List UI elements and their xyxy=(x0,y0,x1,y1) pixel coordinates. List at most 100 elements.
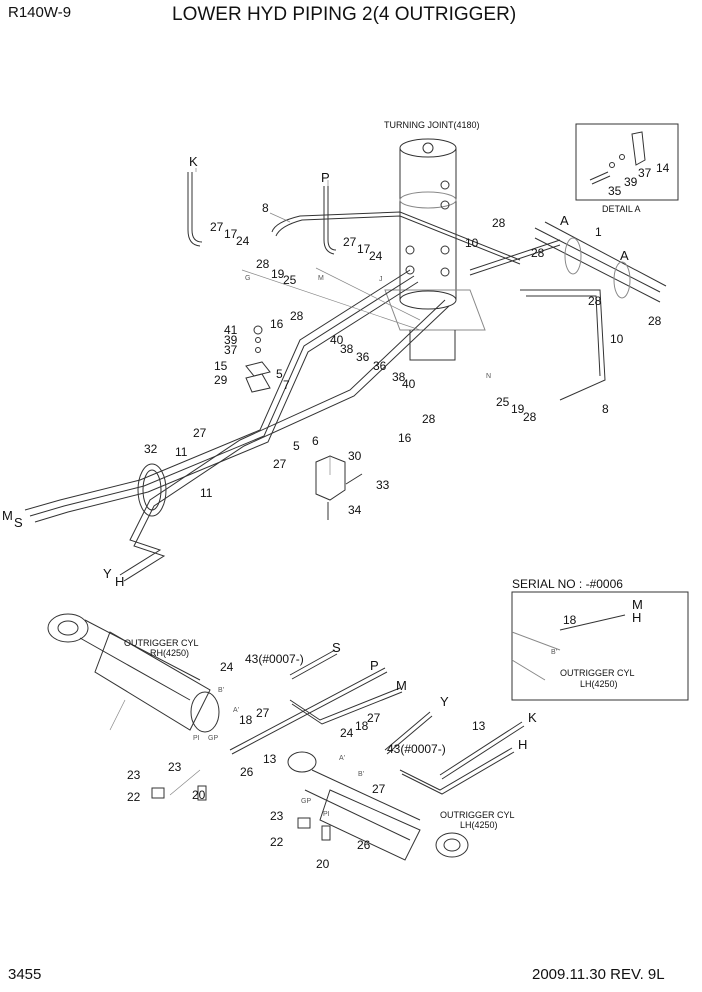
bolt-35-icon xyxy=(589,171,611,185)
callout: 26 xyxy=(240,765,254,779)
manifold-pipe-1 xyxy=(534,227,661,303)
callout: 27 xyxy=(210,220,224,234)
callout: 26 xyxy=(357,838,371,852)
callout: 28 xyxy=(648,314,662,328)
callout: 36 xyxy=(356,350,370,364)
plug-22a-icon xyxy=(151,787,165,799)
port-mark-b: B' xyxy=(218,687,224,694)
callout: 27 xyxy=(256,706,270,720)
callout: 10 xyxy=(610,332,624,346)
port-mark-j: J xyxy=(379,276,383,283)
pipe-bundle-1 xyxy=(24,269,411,511)
port-mark-pi: PI xyxy=(323,811,330,818)
callout: 32 xyxy=(144,442,158,456)
callout: 41 xyxy=(224,323,238,337)
callout: 43(#0007-) xyxy=(387,742,446,756)
serial-no-label: SERIAL NO : -#0006 xyxy=(512,577,623,591)
callout: 34 xyxy=(348,503,362,517)
port-letter-m: M xyxy=(2,508,13,523)
callout: 13 xyxy=(472,719,486,733)
callout: 20 xyxy=(192,788,206,802)
part-callouts: 8 27 17 24 28 19 25 27 17 24 10 28 1 28 … xyxy=(127,161,670,871)
callout: 22 xyxy=(127,790,141,804)
elbow-20a-icon xyxy=(197,785,207,801)
outrigger-cylinder-rh xyxy=(47,613,220,733)
hose-p xyxy=(323,186,337,255)
turning-joint-label: TURNING JOINT(4180) xyxy=(384,120,480,130)
port-mark-gp: GP xyxy=(208,735,218,742)
callout: 18 xyxy=(355,719,369,733)
callout: 30 xyxy=(348,449,362,463)
callout: 8 xyxy=(262,201,269,215)
callout: 20 xyxy=(316,857,330,871)
clamp-14-icon xyxy=(631,131,646,166)
hose-8a xyxy=(271,211,521,261)
callout: 5 xyxy=(276,367,283,381)
callout: 38 xyxy=(340,342,354,356)
port-letter-h3: H xyxy=(632,610,641,625)
detail-a-label: DETAIL A xyxy=(602,204,641,214)
clamp-15-icon xyxy=(245,361,271,377)
callout: 13 xyxy=(263,752,277,766)
page-number: 3455 xyxy=(8,966,42,983)
callout: 6 xyxy=(312,434,319,448)
callout: 28 xyxy=(256,257,270,271)
bracket-30-icon xyxy=(315,455,346,501)
elbow-20b-icon xyxy=(321,825,331,841)
turning-joint-drawing xyxy=(384,138,486,361)
port-letter-h: H xyxy=(115,574,124,589)
port-mark-g: G xyxy=(245,275,250,282)
callout: 16 xyxy=(398,431,412,445)
outrigger-cylinder-lh xyxy=(287,751,469,861)
callout: 27 xyxy=(273,457,287,471)
callout: 28 xyxy=(523,410,537,424)
port-letter-a: A xyxy=(620,248,629,263)
callout: 15 xyxy=(214,359,228,373)
hose-y xyxy=(384,711,433,755)
port-letter-m2: M xyxy=(396,678,407,693)
bolt-33-icon xyxy=(345,473,363,485)
callout: 17 xyxy=(357,242,371,256)
callout: 37 xyxy=(638,166,652,180)
pipe-bundle-right xyxy=(520,289,606,401)
callout: 28 xyxy=(290,309,304,323)
callout: 43(#0007-) xyxy=(245,652,304,666)
hose-m2 xyxy=(289,687,403,725)
page-title: LOWER HYD PIPING 2(4 OUTRIGGER) xyxy=(172,4,517,25)
plug-22b-icon xyxy=(297,817,311,829)
callout: 22 xyxy=(270,835,284,849)
callout: 23 xyxy=(168,760,182,774)
model-number: R140W-9 xyxy=(8,4,72,21)
hose-p2 xyxy=(229,667,388,755)
callout: 18 xyxy=(239,713,253,727)
callout: 7 xyxy=(283,378,290,392)
callout: 35 xyxy=(608,184,622,198)
callout: 23 xyxy=(270,809,284,823)
callout: 5 xyxy=(293,439,300,453)
port-mark-b: B' xyxy=(358,771,364,778)
port-letter-p: P xyxy=(321,170,330,185)
hose-h2 xyxy=(399,747,515,795)
serial-inset-box xyxy=(511,591,689,701)
washer-39-icon xyxy=(609,162,615,168)
callout: 39 xyxy=(224,333,238,347)
port-letter-a: A xyxy=(560,213,569,228)
callout: 8 xyxy=(602,402,609,416)
port-letter-p2: P xyxy=(370,658,379,673)
callout: 14 xyxy=(656,161,670,175)
callout: 28 xyxy=(531,246,545,260)
port-mark-b: B' xyxy=(551,649,557,656)
callout: 19 xyxy=(271,267,285,281)
callout: 28 xyxy=(422,412,436,426)
callout: 11 xyxy=(175,445,188,459)
callout: 17 xyxy=(224,227,238,241)
inset-cyl-lh-label-1: OUTRIGGER CYL xyxy=(560,668,635,678)
callout: 33 xyxy=(376,478,390,492)
port-mark-pi: PI xyxy=(193,735,200,742)
callout: 25 xyxy=(283,273,297,287)
port-letter-s: S xyxy=(14,515,23,530)
inset-cyl-lh-label-2: LH(4250) xyxy=(580,679,618,689)
cyl-rh-label-2: RH(4250) xyxy=(150,648,189,658)
callout: 24 xyxy=(369,249,383,263)
